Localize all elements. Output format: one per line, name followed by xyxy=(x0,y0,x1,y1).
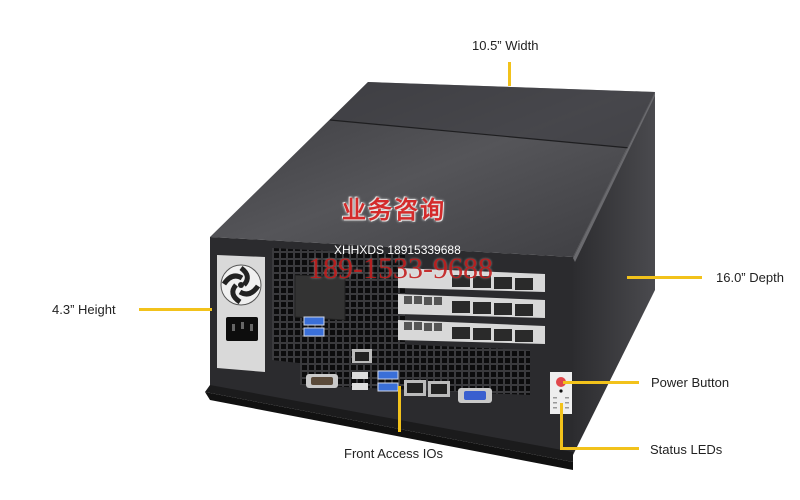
power-button-leader-line xyxy=(563,381,639,384)
height-label: 4.3” Height xyxy=(52,302,116,317)
front-ios-leader-line xyxy=(398,386,401,432)
chassis-top xyxy=(210,82,655,257)
watermark-chinese: 业务咨询 xyxy=(342,195,446,224)
status-leds-label: Status LEDs xyxy=(650,442,723,457)
expansion-cards xyxy=(398,268,545,344)
rear-io-ports xyxy=(306,349,492,403)
watermark-contact: XHHXDS 18915339688 xyxy=(334,243,461,257)
chassis-rear-panel xyxy=(205,237,573,470)
status-leds-leader-vertical xyxy=(560,403,563,450)
usb-ports-upper xyxy=(303,316,325,337)
width-label: 10.5” Width xyxy=(472,38,539,53)
front-ios-label: Front Access IOs xyxy=(344,446,443,461)
psu-module xyxy=(217,255,265,372)
height-leader-line xyxy=(139,308,212,311)
width-leader-line xyxy=(508,62,511,86)
depth-label: 16.0” Depth xyxy=(716,270,784,285)
status-leds-leader-horizontal xyxy=(560,447,639,450)
depth-leader-line xyxy=(627,276,702,279)
chassis-side xyxy=(573,92,655,455)
power-button-label: Power Button xyxy=(651,375,730,390)
watermark-phone: 189-1533-9688 xyxy=(308,252,493,285)
